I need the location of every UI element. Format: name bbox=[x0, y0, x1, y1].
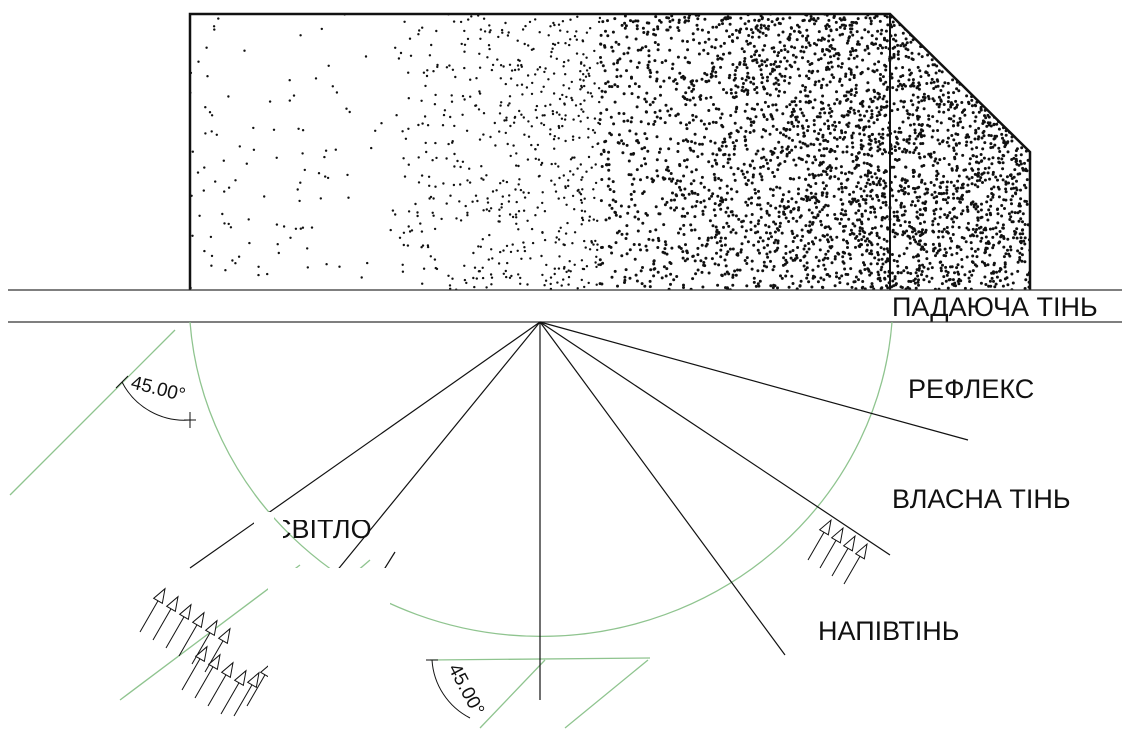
light-arrow bbox=[843, 542, 868, 585]
label-cast-shadow: ПАДАЮЧА ТІНЬ bbox=[892, 292, 1098, 322]
light-arrow bbox=[139, 587, 166, 633]
semicircle-arc bbox=[189, 321, 893, 638]
angle-label-bottom: 45.00° bbox=[444, 660, 488, 719]
light-arrows bbox=[139, 518, 868, 717]
label-light: СВІТЛО bbox=[272, 514, 372, 544]
light-arrow bbox=[220, 669, 247, 715]
light-arrow bbox=[807, 518, 832, 561]
light-arrow bbox=[181, 645, 208, 691]
mask-patch bbox=[268, 568, 390, 688]
light-arrow bbox=[233, 671, 260, 717]
light-arrow bbox=[178, 611, 205, 657]
stippled-prism bbox=[188, 12, 1032, 290]
light-arrow bbox=[207, 661, 234, 707]
label-reflex: РЕФЛЕКС bbox=[908, 374, 1034, 404]
mask-patch-small bbox=[254, 512, 274, 538]
light-arrow bbox=[194, 653, 221, 699]
light-arrow bbox=[819, 526, 844, 569]
light-arrow bbox=[152, 595, 179, 641]
angle-marker-left: 45.00° bbox=[115, 372, 196, 428]
angle-label-left: 45.00° bbox=[129, 372, 188, 406]
light-arrow bbox=[831, 534, 856, 577]
light-arrow bbox=[165, 603, 192, 649]
label-penumbra: НАПІВТІНЬ bbox=[818, 616, 960, 646]
label-own-shadow: ВЛАСНА ТІНЬ bbox=[892, 484, 1071, 514]
angle-marker-bottom: 45.00° bbox=[426, 659, 488, 719]
